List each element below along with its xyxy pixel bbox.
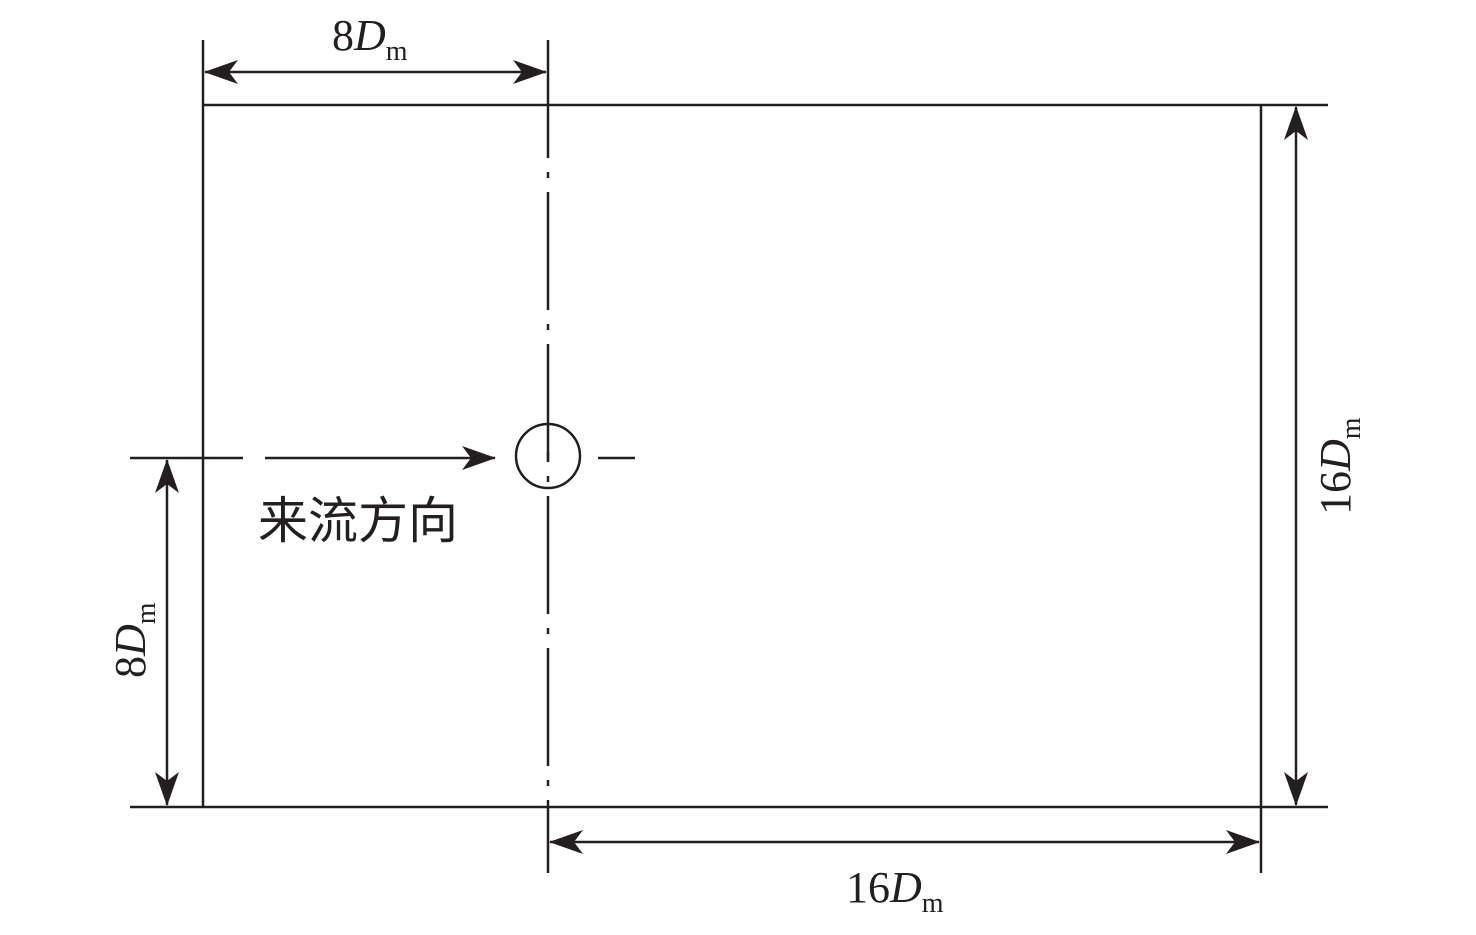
top-dim-symbol: D — [353, 11, 386, 60]
left-dim-sub: m — [131, 602, 162, 624]
top-dimension-label: 8Dm — [332, 11, 408, 67]
right-dim-sub: m — [1336, 417, 1367, 439]
left-dim-symbol: D — [106, 624, 155, 657]
bottom-dim-coef: 16 — [846, 863, 890, 912]
right-dim-symbol: D — [1311, 439, 1360, 472]
cylinder — [514, 422, 582, 490]
top-dim-coef: 8 — [332, 11, 354, 60]
bottom-dim-sub: m — [922, 888, 944, 919]
left-dim-coef: 8 — [106, 656, 155, 678]
right-dimension-label: 16Dm — [1311, 417, 1367, 515]
right-dim-coef: 16 — [1311, 471, 1360, 515]
bottom-dim-symbol: D — [889, 863, 922, 912]
flow-direction-label: 来流方向 — [258, 492, 458, 550]
left-dimension-label: 8Dm — [106, 602, 162, 678]
top-dim-sub: m — [386, 36, 408, 67]
bottom-dimension-label: 16Dm — [846, 863, 944, 919]
